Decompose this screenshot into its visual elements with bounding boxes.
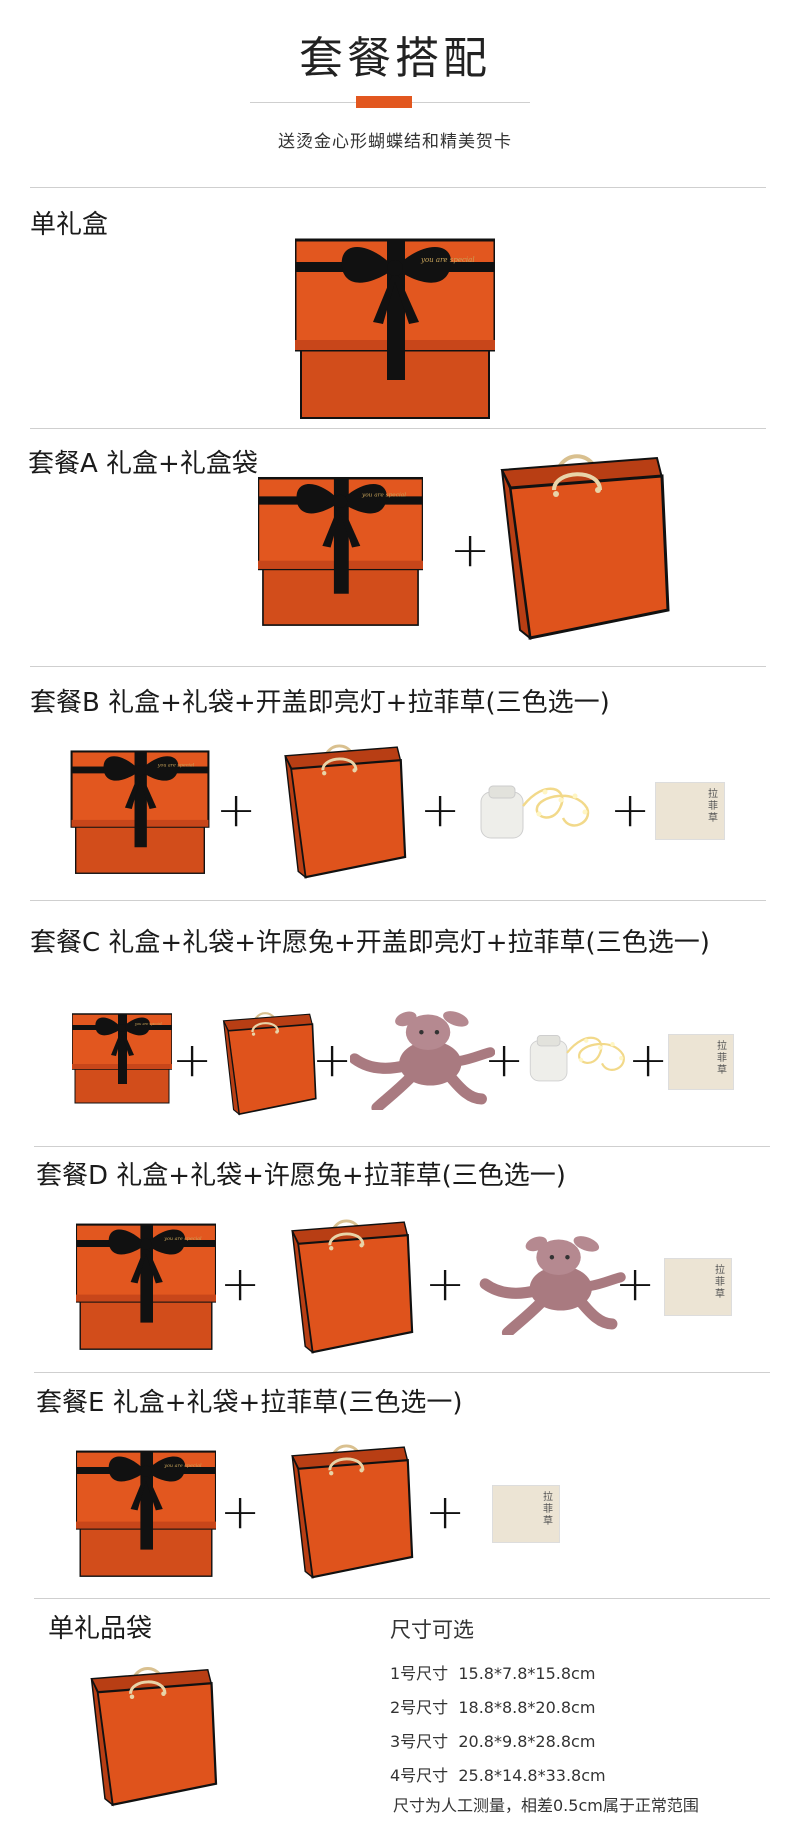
size-note: 尺寸为人工测量，相差0.5cm属于正常范围 <box>393 1796 699 1815</box>
gift-box-image <box>76 1218 216 1353</box>
gift-box-image <box>295 232 495 422</box>
plus-sign: + <box>628 1032 669 1088</box>
section-label-package-a: 套餐A 礼盒+礼盒袋 <box>28 449 258 479</box>
size-value: 15.8*7.8*15.8cm <box>458 1664 596 1683</box>
page-subtitle: 送烫金心形蝴蝶结和精美贺卡 <box>278 132 512 152</box>
plus-sign: + <box>425 1484 466 1540</box>
size-name: 3号尺寸 <box>390 1732 449 1751</box>
section-divider <box>30 428 766 429</box>
size-row: 1号尺寸 15.8*7.8*15.8cm <box>390 1660 595 1684</box>
plus-sign: + <box>220 1484 261 1540</box>
section-label-package-d: 套餐D 礼盒+礼袋+许愿兔+拉菲草(三色选一) <box>36 1161 566 1191</box>
plus-sign: + <box>216 782 257 838</box>
gift-box-image <box>258 470 423 630</box>
raffia-image: 拉菲草 <box>668 1034 734 1090</box>
plus-sign: + <box>312 1032 353 1088</box>
size-row: 3号尺寸 20.8*9.8*28.8cm <box>390 1728 595 1752</box>
size-row: 4号尺寸 25.8*14.8*33.8cm <box>390 1762 606 1786</box>
gift-bag-image <box>218 1005 318 1120</box>
size-value: 25.8*14.8*33.8cm <box>458 1766 606 1785</box>
raffia-label: 拉菲草 <box>717 1041 727 1076</box>
led-lights-image <box>475 778 595 848</box>
section-label-single-box: 单礼盒 <box>30 210 109 240</box>
wishing-bunny-image <box>478 1235 628 1335</box>
size-value: 18.8*8.8*20.8cm <box>458 1698 596 1717</box>
size-value: 20.8*9.8*28.8cm <box>458 1732 596 1751</box>
raffia-label: 拉菲草 <box>543 1492 553 1527</box>
gift-bag-image <box>285 1215 415 1355</box>
section-divider <box>34 1598 770 1599</box>
section-label-package-e: 套餐E 礼盒+礼袋+拉菲草(三色选一) <box>36 1388 463 1418</box>
gift-bag-image <box>492 450 672 640</box>
raffia-image: 拉菲草 <box>492 1485 560 1543</box>
section-divider <box>34 1146 770 1147</box>
gift-bag-image <box>278 740 408 880</box>
plus-sign: + <box>420 782 461 838</box>
plus-sign: + <box>172 1032 213 1088</box>
gift-box-image <box>70 746 210 876</box>
section-label-package-b: 套餐B 礼盒+礼袋+开盖即亮灯+拉菲草(三色选一) <box>30 688 610 718</box>
section-label-package-c: 套餐C 礼盒+礼袋+许愿兔+开盖即亮灯+拉菲草(三色选一) <box>30 928 710 958</box>
gift-bag-image <box>285 1440 415 1580</box>
raffia-label: 拉菲草 <box>708 789 718 824</box>
raffia-label: 拉菲草 <box>715 1265 725 1300</box>
section-divider <box>34 1372 770 1373</box>
sizes-title: 尺寸可选 <box>390 1618 474 1642</box>
gift-box-image <box>76 1445 216 1580</box>
led-lights-image <box>525 1028 630 1090</box>
size-name: 4号尺寸 <box>390 1766 449 1785</box>
section-divider <box>30 187 766 188</box>
gift-bag-image <box>84 1660 219 1810</box>
plus-sign: + <box>450 522 491 578</box>
plus-sign: + <box>610 782 651 838</box>
size-row: 2号尺寸 18.8*8.8*20.8cm <box>390 1694 595 1718</box>
gift-box-image <box>72 1010 172 1105</box>
title-accent-bar <box>356 96 412 108</box>
page-title: 套餐搭配 <box>299 33 491 84</box>
plus-sign: + <box>425 1256 466 1312</box>
section-label-single-bag: 单礼品袋 <box>48 1614 153 1644</box>
wishing-bunny-image <box>350 1010 495 1110</box>
section-divider <box>30 900 766 901</box>
plus-sign: + <box>615 1256 656 1312</box>
size-name: 2号尺寸 <box>390 1698 449 1717</box>
plus-sign: + <box>220 1256 261 1312</box>
size-name: 1号尺寸 <box>390 1664 449 1683</box>
raffia-image: 拉菲草 <box>655 782 725 840</box>
plus-sign: + <box>484 1032 525 1088</box>
raffia-image: 拉菲草 <box>664 1258 732 1316</box>
section-divider <box>30 666 766 667</box>
